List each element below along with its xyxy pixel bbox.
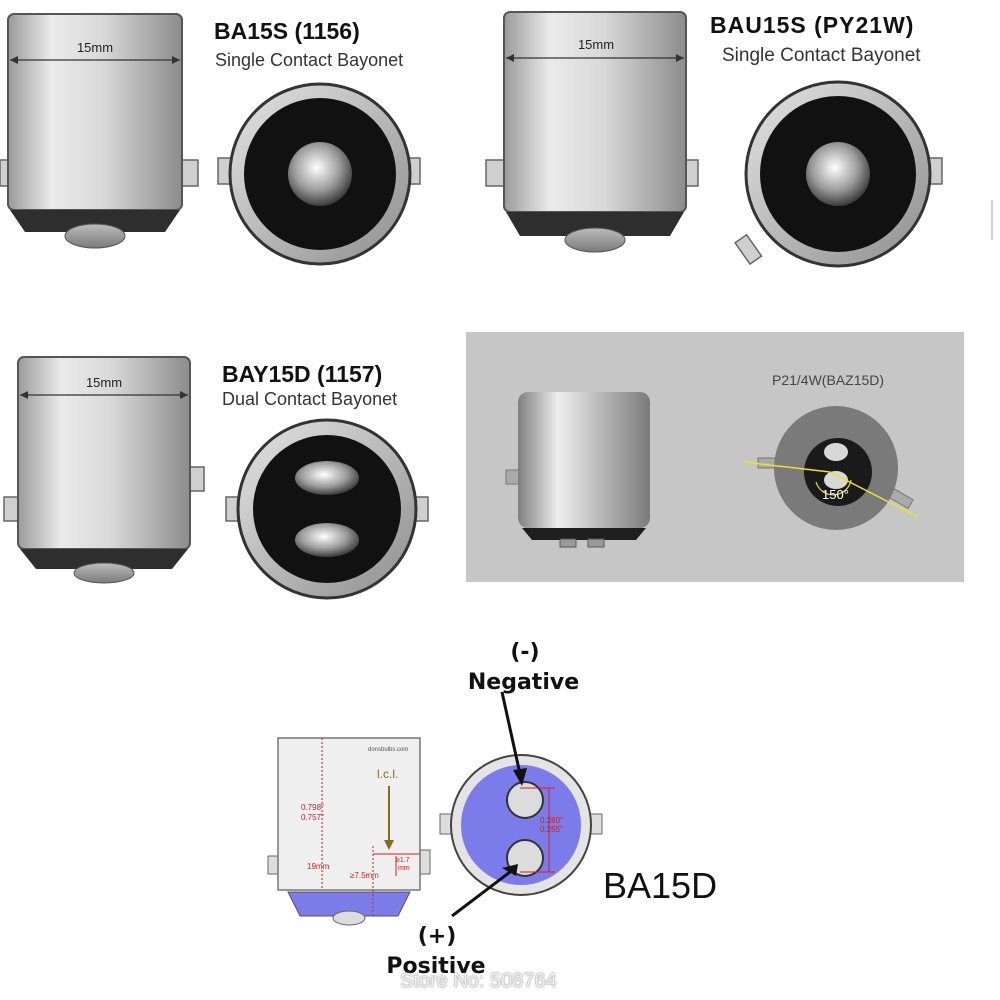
length-inch-1: 0.798" (301, 803, 324, 812)
contact-tip (73, 562, 135, 584)
center-contact (288, 142, 352, 206)
center-contact (806, 142, 870, 206)
negative-label: Negative (467, 670, 580, 695)
contact-upper (295, 461, 359, 495)
bay15d-title: BAY15D (1157) (222, 361, 383, 387)
bay15d-socket-drawing: 15mm (3, 356, 429, 600)
contact-negative (506, 781, 544, 819)
baz15d-title: P21/4W(BAZ15D) (772, 372, 885, 388)
pin-mm-1: ≥1.7 (396, 857, 410, 864)
socket-base (522, 528, 646, 540)
pin-mm-2: mm (398, 865, 410, 872)
bau15s-title: BAU15S (PY21W) (710, 12, 915, 38)
length-mm: 19mm (307, 862, 330, 871)
spacing-1: 0.280" (540, 816, 563, 825)
ba15d-title: BA15D (603, 865, 718, 906)
positive-symbol: (+) (417, 924, 457, 949)
brand-label: donsbulbs.com (368, 747, 408, 753)
ba15s-panel: 15mm BA15S (1156) Single Contact Bayonet (0, 0, 470, 290)
base-mm: ≥7.5mm (350, 871, 379, 880)
spacing-2: 0.255" (540, 825, 563, 834)
end-blue-insulator (461, 765, 581, 885)
bay15d-subtitle: Dual Contact Bayonet (222, 389, 398, 409)
end-pin-offset (734, 233, 763, 266)
angle-label: 150° (822, 487, 849, 502)
lcl-label: l.c.l. (377, 767, 398, 781)
bau15s-panel: 15mm BAU15S (PY21W) Single Contact Bayon… (470, 0, 1000, 290)
socket-body (518, 392, 650, 528)
socket-base-blue (287, 891, 411, 917)
bay15d-panel: 15mm BAY15D (1157) Dual Contact Bayonet (0, 345, 460, 605)
contact-tip (332, 910, 366, 926)
ba15d-socket-drawing: donsbulbs.com 0.798" 0.757" 19mm ≥7.5mm … (267, 691, 603, 926)
contact-upper (824, 443, 848, 461)
bau15s-subtitle: Single Contact Bayonet (722, 45, 921, 66)
baz15d-panel: 150° P21/4W(BAZ15D) (466, 332, 964, 582)
bau15s-socket-drawing: 15mm (485, 11, 993, 268)
end-insulator (253, 435, 401, 583)
socket-base (20, 549, 188, 569)
socket-base (10, 210, 180, 232)
dimension-label: 15mm (86, 375, 122, 390)
ba15s-subtitle: Single Contact Bayonet (215, 50, 404, 70)
length-inch-2: 0.757" (301, 813, 324, 822)
dimension-label: 15mm (578, 37, 614, 52)
baz15d-socket-drawing: 150° (505, 392, 919, 548)
dimension-label: 15mm (77, 40, 113, 55)
contact-lower (295, 523, 359, 557)
contact-tip (64, 223, 126, 249)
ba15d-panel: donsbulbs.com 0.798" 0.757" 19mm ≥7.5mm … (0, 620, 1000, 1000)
negative-symbol: (-) (510, 640, 540, 665)
ba15s-socket-drawing: 15mm (0, 13, 421, 266)
positive-label: Positive (386, 954, 486, 979)
contact-tip (564, 227, 626, 253)
contact-lower (824, 471, 848, 489)
ba15s-title: BA15S (1156) (214, 18, 360, 44)
store-watermark: Store No: 508764 (400, 970, 557, 992)
socket-base (506, 212, 684, 236)
